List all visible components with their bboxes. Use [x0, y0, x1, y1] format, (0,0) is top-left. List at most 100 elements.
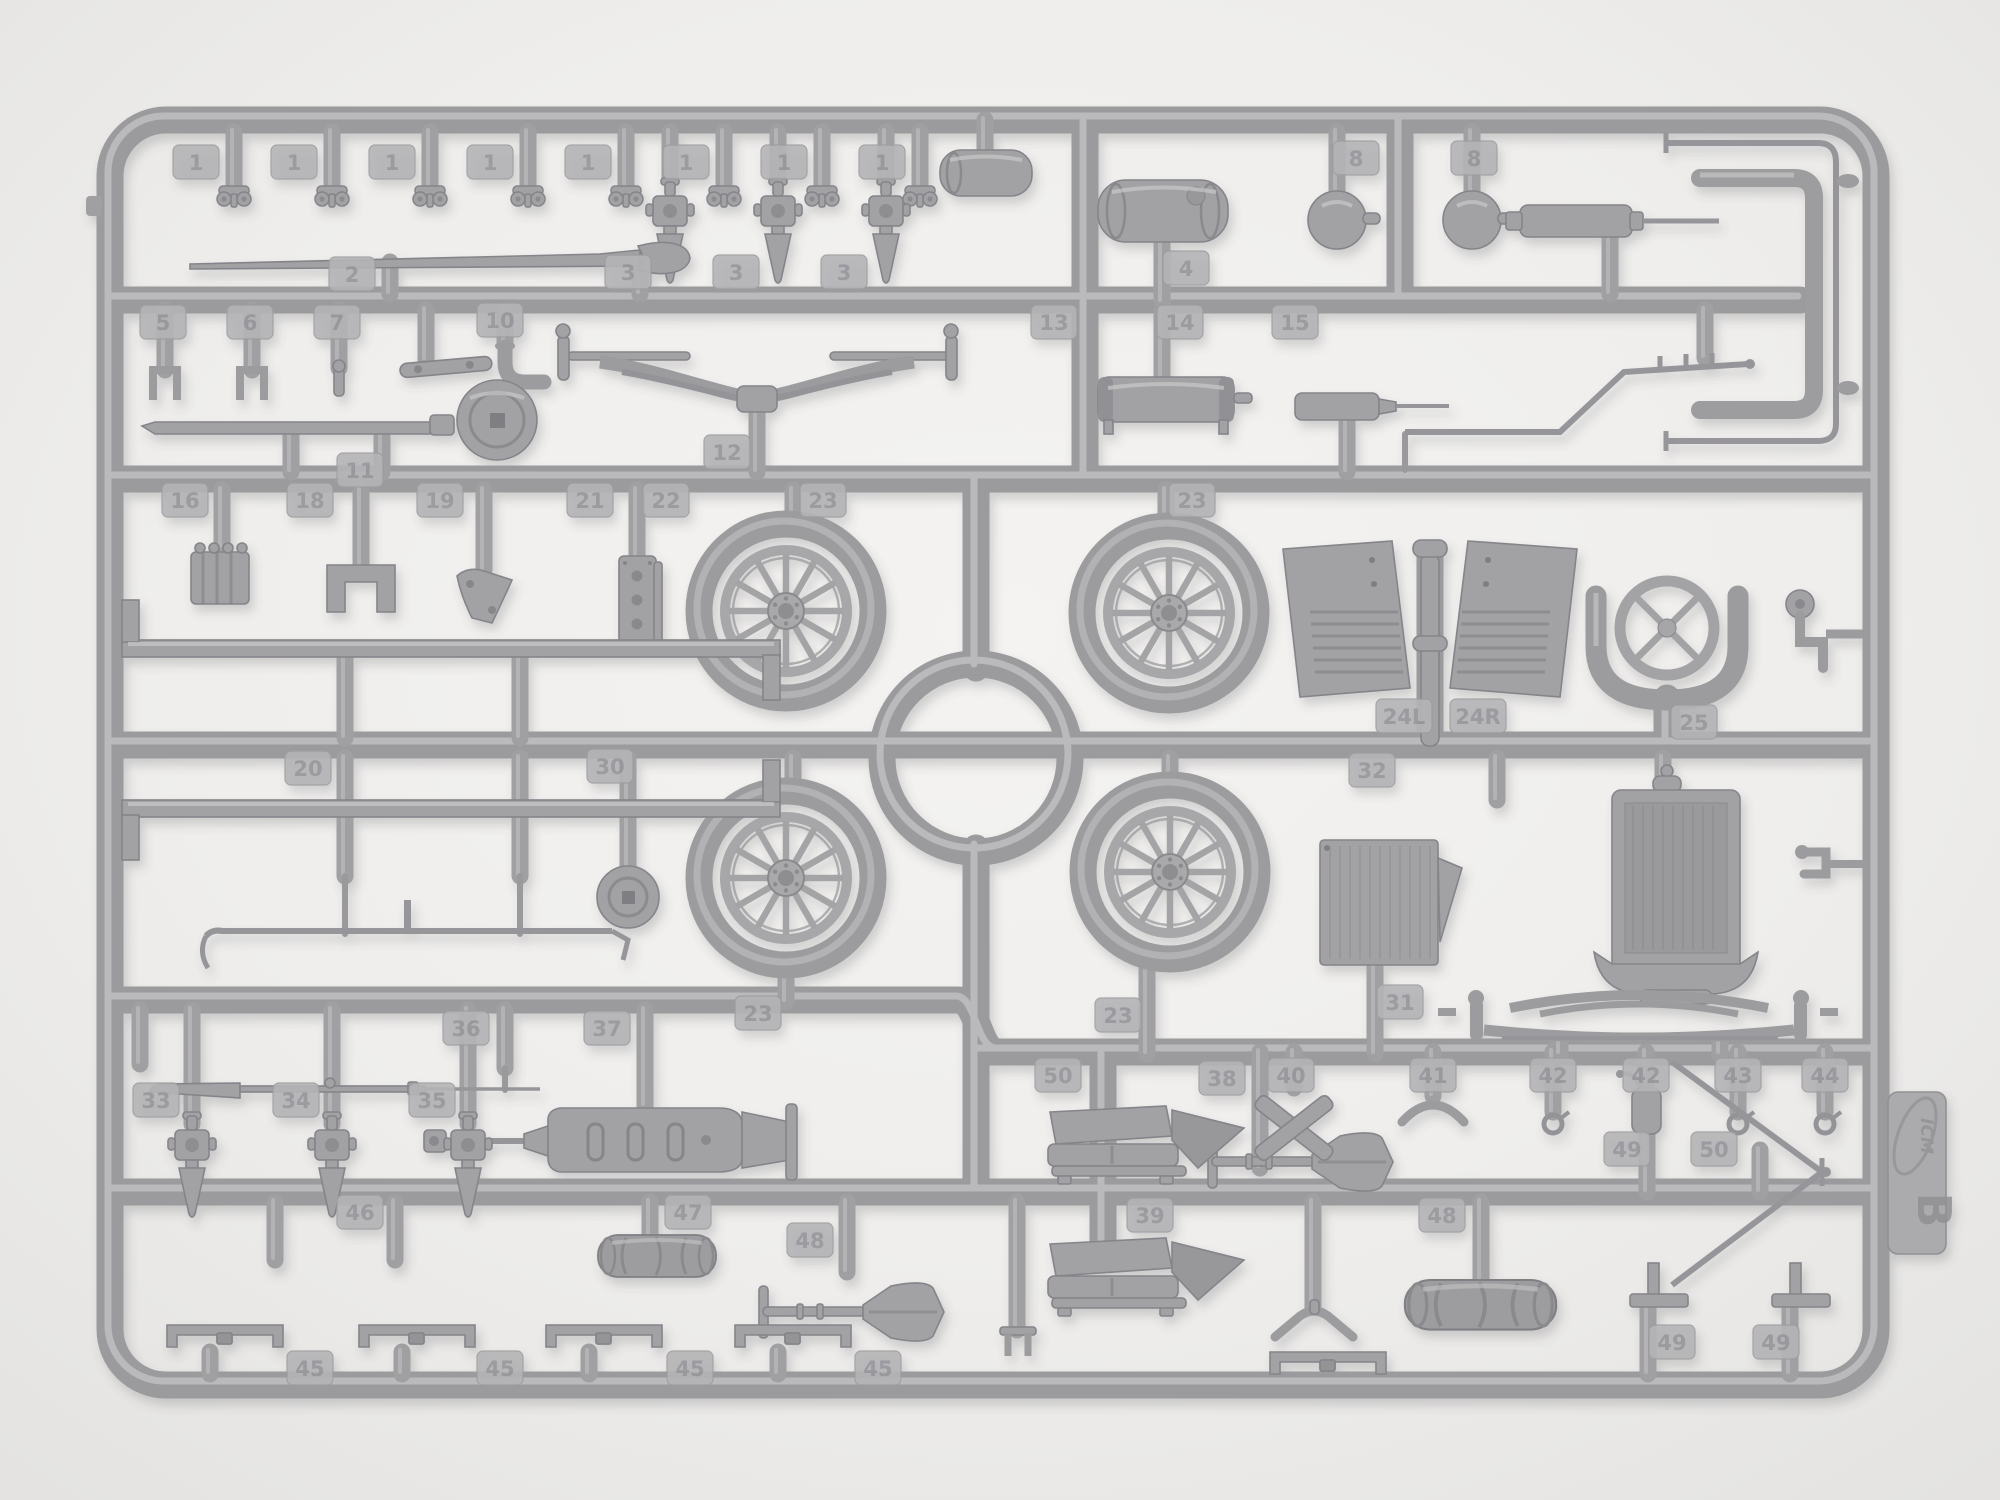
- part-number-tab: 24R: [1449, 698, 1507, 734]
- part-number-tab: 1: [172, 144, 220, 180]
- front-axle-with-leaf-spring: [1438, 990, 1838, 1044]
- svg-text:15: 15: [1280, 311, 1309, 335]
- part-number-tab: 11: [336, 452, 384, 488]
- svg-text:40: 40: [1276, 1064, 1305, 1088]
- part-number-tab: 4: [1162, 250, 1210, 286]
- svg-text:1: 1: [483, 151, 498, 175]
- svg-text:2: 2: [345, 263, 360, 287]
- svg-text:24R: 24R: [1455, 705, 1500, 729]
- svg-text:7: 7: [330, 311, 345, 335]
- part-number-tab: 36: [442, 1010, 490, 1046]
- part-number-tab: 42: [1529, 1057, 1577, 1093]
- fuel-tank: [1097, 179, 1229, 243]
- small-tank: [939, 149, 1033, 197]
- svg-text:1: 1: [581, 151, 596, 175]
- crank-handle-upper: [1785, 589, 1863, 673]
- part-number-tab: 38: [1198, 1060, 1246, 1096]
- part-number-tab: 47: [664, 1194, 712, 1230]
- svg-text:24L: 24L: [1383, 705, 1426, 729]
- svg-text:1: 1: [189, 151, 204, 175]
- svg-text:39: 39: [1135, 1204, 1164, 1228]
- part-number-tab: 18: [286, 482, 334, 518]
- part-number-tab: 14: [1156, 304, 1204, 340]
- ignition-coil-box: [618, 555, 663, 655]
- hood-side-panels: [1282, 539, 1578, 747]
- svg-text:8: 8: [1349, 147, 1364, 171]
- svg-text:48: 48: [1427, 1204, 1456, 1228]
- svg-text:3: 3: [837, 261, 852, 285]
- grease-gun: [1505, 204, 1719, 238]
- svg-text:3: 3: [621, 261, 636, 285]
- part-number-tab: 22: [642, 482, 690, 518]
- svg-text:45: 45: [675, 1357, 704, 1381]
- x-brace: [1254, 1094, 1334, 1162]
- part-number-tab: 1: [858, 144, 906, 180]
- part-number-tab: 24L: [1375, 698, 1433, 734]
- svg-text:49: 49: [1761, 1331, 1790, 1355]
- part-number-tab: 3: [604, 254, 652, 290]
- svg-text:1: 1: [875, 151, 890, 175]
- sprue-letter-tag: ICM B: [1887, 1091, 1961, 1255]
- part-number-tab: 25: [1670, 704, 1718, 740]
- part-number-tab: 34: [272, 1082, 320, 1118]
- part-number-tab: 45: [666, 1350, 714, 1386]
- svg-text:45: 45: [863, 1357, 892, 1381]
- part-number-tab: 37: [583, 1010, 631, 1046]
- svg-text:1: 1: [287, 151, 302, 175]
- svg-text:50: 50: [1699, 1138, 1728, 1162]
- part-number-tab: 45: [476, 1350, 524, 1386]
- part-number-tab: 15: [1271, 304, 1319, 340]
- part-number-tab: 23: [1168, 482, 1216, 518]
- part-number-tab: 1: [466, 144, 514, 180]
- part-number-tab: 31: [1376, 984, 1424, 1020]
- hub-plate-disc: [596, 865, 660, 929]
- part-number-tab: 7: [313, 304, 361, 340]
- svg-text:30: 30: [595, 755, 624, 779]
- svg-text:31: 31: [1385, 991, 1414, 1015]
- svg-text:45: 45: [485, 1357, 514, 1381]
- part-number-tab: 19: [416, 482, 464, 518]
- part-number-tab: 44: [1801, 1057, 1849, 1093]
- part-number-tab: 3: [712, 254, 760, 290]
- part-number-tab: 20: [284, 750, 332, 786]
- track-rod: [200, 900, 631, 970]
- tow-fork: [999, 1326, 1037, 1356]
- svg-text:23: 23: [1103, 1004, 1132, 1028]
- part-number-tab: 23: [1094, 997, 1142, 1033]
- part-number-tab: 39: [1126, 1197, 1174, 1233]
- part-number-tab: 33: [132, 1082, 180, 1118]
- svg-text:ICM: ICM: [1916, 1118, 1936, 1154]
- part-number-tab: 1: [662, 144, 710, 180]
- svg-text:42: 42: [1631, 1064, 1660, 1088]
- part-number-tab: 50: [1034, 1057, 1082, 1093]
- part-number-tab: 1: [564, 144, 612, 180]
- radiator-shell: [1592, 764, 1760, 1005]
- svg-text:49: 49: [1612, 1138, 1641, 1162]
- whip-rod-arrow: [1670, 1059, 1831, 1288]
- part-number-tab: 45: [286, 1350, 334, 1386]
- road-wheel-1: [697, 521, 873, 698]
- l-brackets: [1629, 1262, 1831, 1308]
- spring-clip-arch: [1397, 1100, 1469, 1127]
- part-number-tab: 42: [1622, 1057, 1670, 1093]
- curved-bracket: [456, 568, 514, 624]
- part-number-tab: 5: [139, 304, 187, 340]
- v-bracket: [1270, 1299, 1358, 1342]
- svg-text:23: 23: [808, 489, 837, 513]
- part-number-tab: 43: [1714, 1057, 1762, 1093]
- svg-text:10: 10: [485, 309, 514, 333]
- svg-text:4: 4: [1179, 257, 1194, 281]
- svg-text:11: 11: [345, 459, 374, 483]
- part-number-tab: 1: [270, 144, 318, 180]
- part-number-tab: 40: [1267, 1057, 1315, 1093]
- part-number-tab: 46: [336, 1194, 384, 1230]
- part-number-tab: 6: [226, 304, 274, 340]
- pin-fitting: [332, 359, 346, 397]
- svg-text:25: 25: [1679, 711, 1708, 735]
- muffler: [1097, 376, 1253, 435]
- svg-text:32: 32: [1357, 759, 1386, 783]
- bulb-horns: [1307, 190, 1516, 250]
- part-number-tabs: 1 1 1 1 1 1 1 1 2 3 3 3 4 8 8 5 6 7 10 1…: [132, 140, 1849, 1386]
- grease-gun-2: [1294, 392, 1449, 421]
